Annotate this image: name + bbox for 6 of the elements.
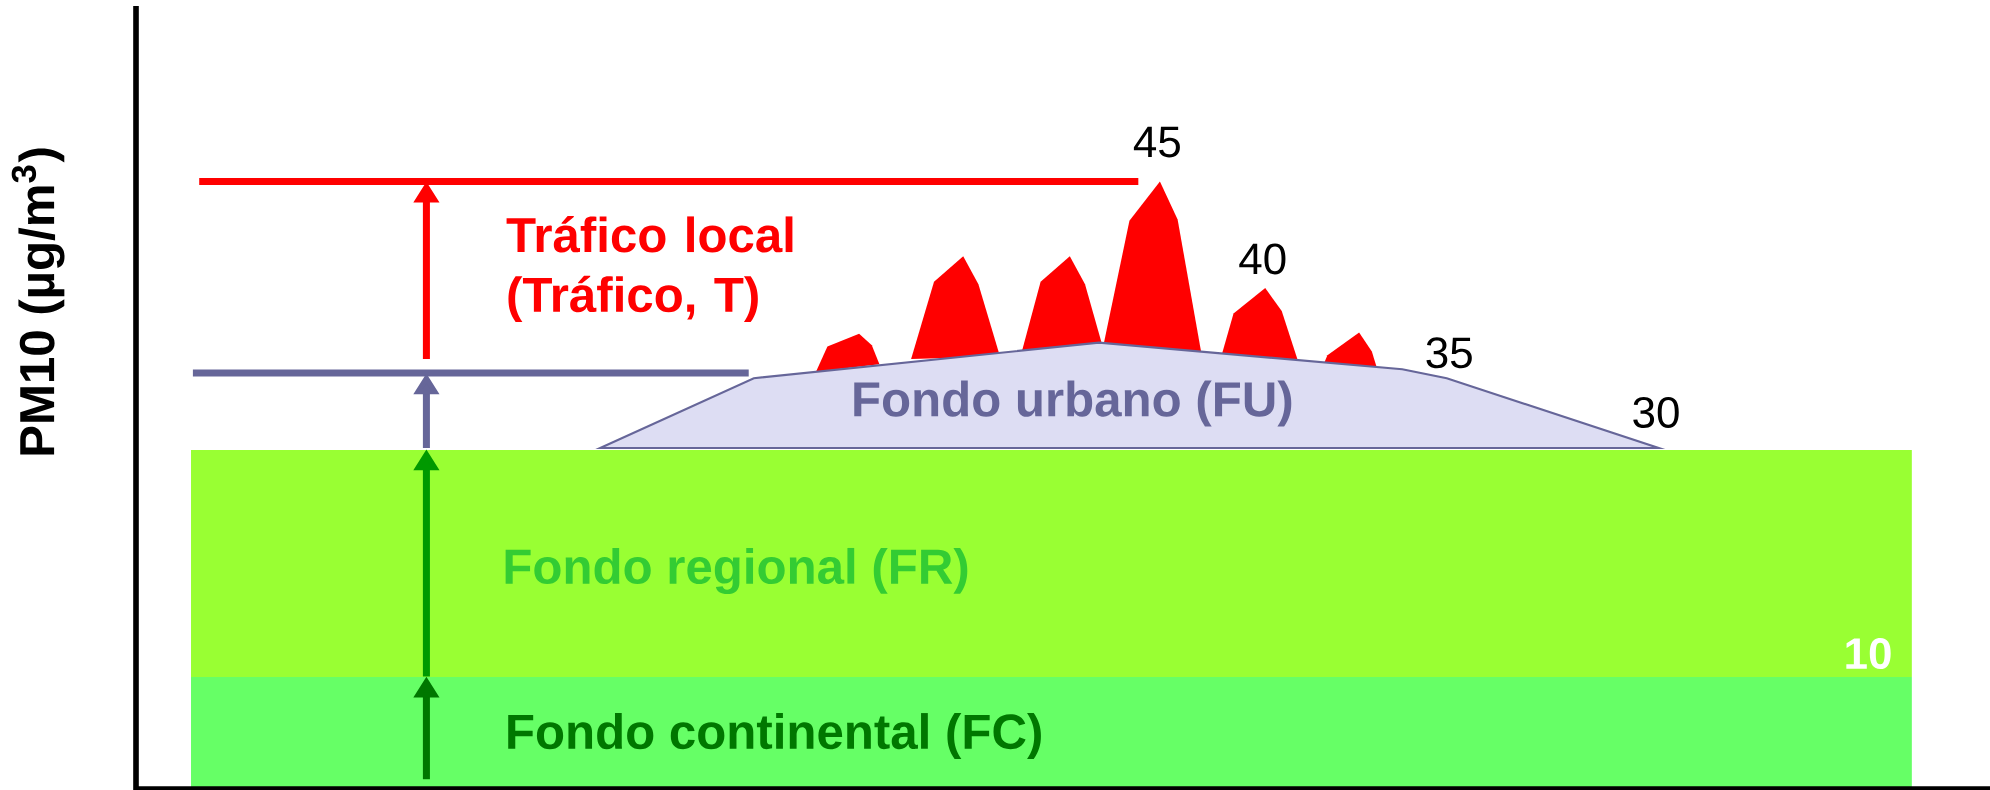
- axis-title: PM10 (µg/m$^{3}$): [11, 148, 65, 455]
- value-label: 45: [1133, 126, 1180, 158]
- traffic-label: Tráfico local (Tráfico, T): [506, 215, 793, 322]
- value-label: 40: [1239, 243, 1286, 275]
- value-label: 10: [1846, 638, 1891, 670]
- continental-band: Fondo continental (FC): [191, 677, 1912, 790]
